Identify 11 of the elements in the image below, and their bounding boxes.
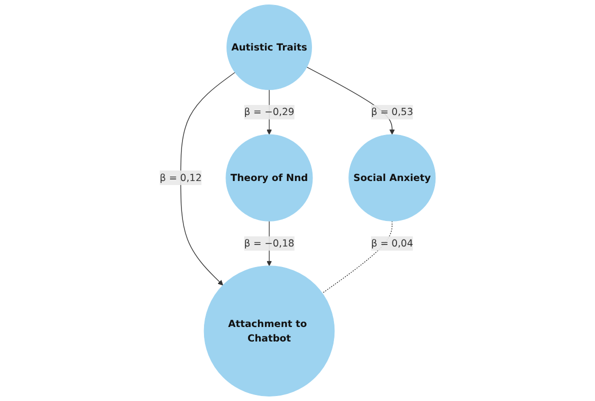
node-circle: Social Anxiety — [348, 134, 436, 222]
edge-label: β = −0,29 — [244, 106, 294, 118]
edge-label: β = 0,53 — [371, 106, 414, 118]
connector — [322, 220, 392, 294]
arrow — [180, 72, 236, 286]
edge-label: β = −0,18 — [244, 237, 294, 249]
edge-label: β = 0,12 — [160, 172, 202, 184]
node-circle: Theory of Nnd — [226, 134, 313, 222]
edge-label: β = 0,04 — [371, 237, 414, 249]
node-circle: Attachment to Chatbot — [204, 266, 335, 396]
node-circle: Autistic Traits — [226, 4, 312, 90]
